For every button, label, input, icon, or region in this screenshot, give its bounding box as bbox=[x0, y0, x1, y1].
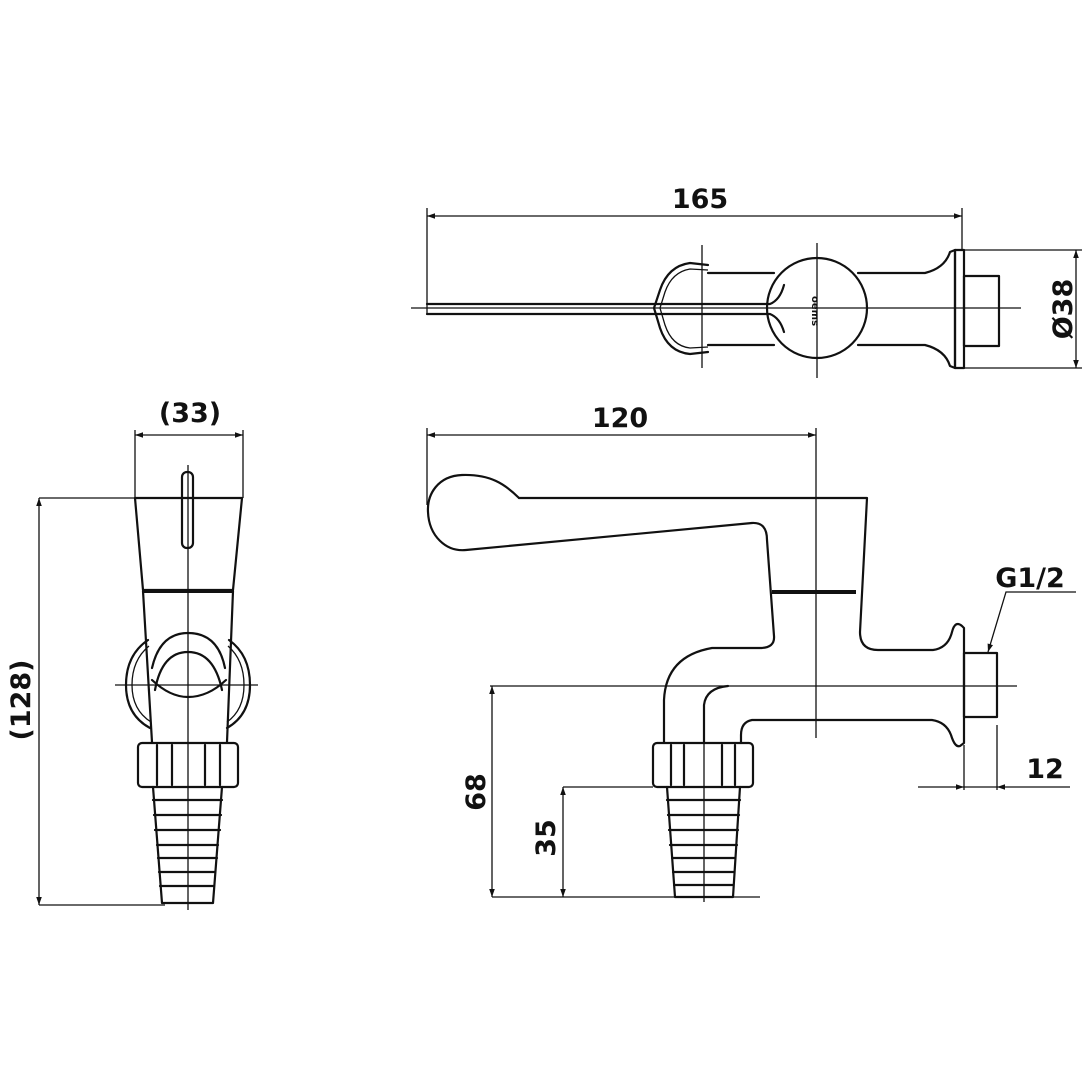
dimension-165-label: 165 bbox=[672, 184, 728, 215]
body-right-outline bbox=[517, 496, 966, 748]
nut-flats bbox=[155, 743, 222, 787]
ring-inner bbox=[659, 268, 709, 349]
body-neck bbox=[856, 248, 957, 370]
dimension-68-label: 68 bbox=[461, 773, 492, 811]
dimension-120-label: 120 bbox=[592, 403, 648, 434]
side-view: 120 68 35 12 G1/2 bbox=[426, 403, 1076, 902]
ring-outer bbox=[652, 261, 710, 356]
body-sides bbox=[141, 589, 235, 744]
thread-g12-label: G1/2 bbox=[995, 563, 1065, 594]
lever-left-outline bbox=[426, 473, 776, 744]
top-view: 165 oems Ø38 bbox=[411, 184, 1082, 378]
valve-arcs bbox=[150, 631, 228, 699]
nut bbox=[962, 274, 1001, 348]
body-lines bbox=[706, 271, 776, 347]
dimension-128-label: (128) bbox=[6, 659, 37, 740]
dimension-33-label: (33) bbox=[159, 398, 221, 429]
diameter-38-label: Ø38 bbox=[1048, 279, 1079, 340]
dimension-12-label: 12 bbox=[1026, 754, 1064, 785]
lever-bar bbox=[425, 283, 786, 334]
outlet-nut bbox=[651, 741, 755, 789]
nut bbox=[962, 651, 999, 719]
spout-inner bbox=[702, 684, 730, 745]
outlet-nut bbox=[136, 741, 240, 789]
thread-leader-line bbox=[987, 591, 1076, 653]
brand-logo: oems bbox=[809, 296, 820, 326]
flange bbox=[953, 248, 966, 370]
dimension-35-label: 35 bbox=[531, 819, 562, 857]
front-view: (33) (128) bbox=[6, 398, 258, 910]
hose-barb-ridges bbox=[151, 798, 224, 888]
nut-flats bbox=[669, 743, 737, 787]
